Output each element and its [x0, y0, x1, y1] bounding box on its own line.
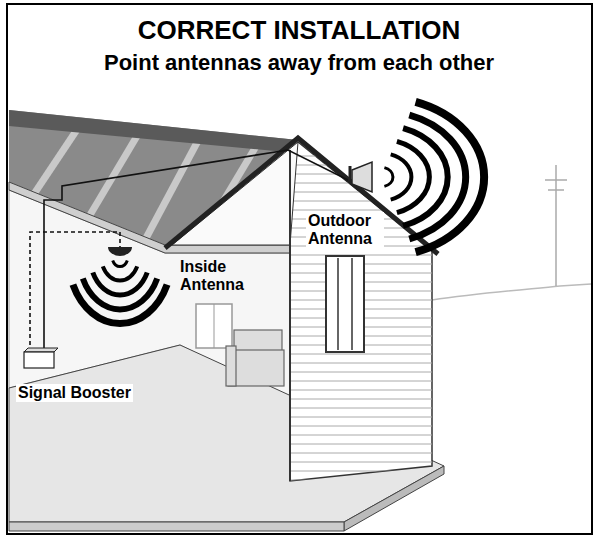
subtitle: Point antennas away from each other	[104, 50, 494, 75]
sofa	[226, 330, 284, 386]
siding-line	[290, 471, 434, 472]
landscape	[545, 165, 567, 286]
title: CORRECT INSTALLATION	[138, 16, 461, 46]
siding-line	[290, 426, 434, 427]
landscape	[555, 165, 557, 286]
gable-wall	[289, 150, 291, 481]
sofa	[234, 330, 282, 352]
gable-wall	[337, 258, 339, 350]
siding-line	[290, 201, 434, 202]
wave-arc	[409, 115, 465, 239]
floor-slab	[9, 522, 344, 531]
part-label: Signal Booster	[16, 384, 133, 402]
wave-arc	[403, 128, 448, 226]
siding-line	[290, 210, 434, 211]
siding-line	[290, 390, 434, 391]
frame	[7, 4, 592, 534]
part-label: Inside Antenna	[180, 258, 254, 295]
siding-line	[290, 381, 434, 382]
siding-line	[290, 408, 434, 409]
wave-arc	[416, 102, 485, 252]
roof	[30, 125, 80, 200]
outdoor-antenna	[352, 162, 372, 192]
gable-wall	[165, 138, 438, 481]
outdoor-antenna	[350, 162, 372, 192]
gable-wall	[351, 258, 353, 350]
siding-line	[290, 462, 434, 463]
signal-booster	[24, 348, 58, 352]
signal-booster	[24, 348, 58, 368]
antenna-cable	[30, 150, 348, 352]
wave-arc	[113, 260, 128, 266]
outdoor-antenna	[349, 166, 352, 181]
siding-line	[290, 480, 434, 481]
wave-arc	[397, 141, 429, 212]
siding-line	[290, 363, 434, 364]
siding-line	[290, 435, 434, 436]
siding-line	[290, 372, 434, 373]
wave-arc	[103, 266, 137, 280]
siding-line	[290, 417, 434, 418]
sofa	[226, 346, 236, 386]
wave-arc	[83, 279, 157, 310]
signal-waves	[384, 102, 484, 252]
siding-line	[290, 444, 434, 445]
landscape	[545, 179, 567, 181]
wave-arc	[384, 168, 393, 187]
gable-wall	[326, 256, 364, 352]
signal-waves	[73, 260, 167, 323]
part-label: Outdoor Antenna	[306, 212, 384, 249]
siding-line	[290, 399, 434, 400]
inside-antenna	[108, 247, 132, 256]
signal-booster	[24, 352, 54, 368]
interior	[196, 304, 232, 348]
landscape	[432, 284, 591, 300]
siding-line	[290, 453, 434, 454]
wave-arc	[391, 154, 412, 199]
gable-wall	[165, 138, 438, 254]
landscape	[548, 189, 564, 191]
siding-line	[290, 354, 434, 355]
wave-arc	[73, 285, 167, 324]
floor-slab	[344, 466, 444, 531]
roof	[90, 131, 140, 215]
wave-arc	[93, 273, 147, 296]
antenna-cable	[44, 150, 348, 352]
interior	[214, 304, 215, 348]
inside-antenna	[108, 247, 132, 256]
roof	[9, 110, 298, 152]
siding-line	[290, 156, 434, 157]
